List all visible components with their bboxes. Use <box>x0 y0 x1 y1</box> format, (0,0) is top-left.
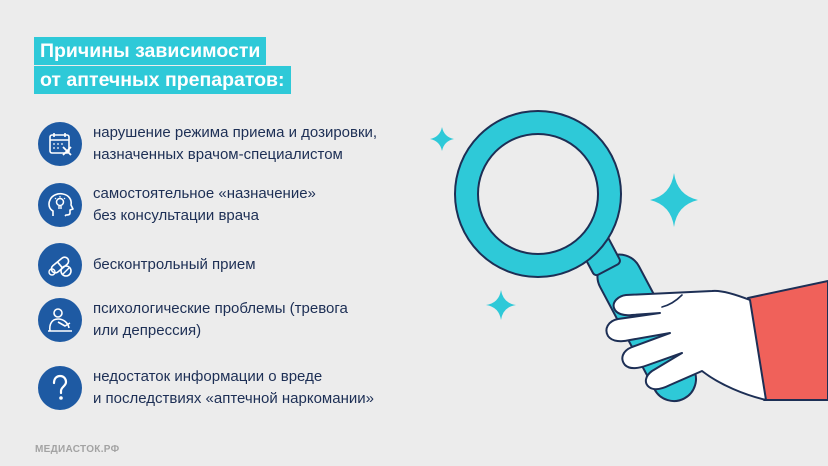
head-lightbulb-icon <box>38 183 82 227</box>
magnifier-hand-illustration <box>430 110 828 403</box>
item-line-1: самостоятельное «назначение» <box>93 185 316 202</box>
item-line-1: бесконтрольный прием <box>93 256 256 273</box>
title-line-1: Причины зависимости <box>34 37 267 65</box>
item-text: самостоятельное «назначение» без консуль… <box>93 183 316 227</box>
sad-person-icon <box>38 298 82 342</box>
brand-label: МЕДИАСТОК.РФ <box>35 444 120 455</box>
item-line-2: и последствиях «аптечной наркомании» <box>93 390 374 407</box>
question-mark-icon <box>38 366 82 410</box>
item-line-2: или депрессия) <box>93 322 202 339</box>
item-line-1: психологические проблемы (тревога <box>93 300 348 317</box>
pills-icon <box>38 243 82 287</box>
item-text: недостаток информации о вреде и последст… <box>93 366 374 410</box>
item-line-1: нарушение режима приема и дозировки, <box>93 124 378 141</box>
item-text: психологические проблемы (тревога или де… <box>93 298 348 342</box>
calendar-icon <box>38 122 82 166</box>
sparkle-icon <box>486 290 516 320</box>
item-line-1: недостаток информации о вреде <box>93 368 323 385</box>
hand <box>605 289 767 401</box>
sparkle-icon <box>430 127 454 151</box>
item-line-2: назначенных врачом-специалистом <box>93 146 343 163</box>
item-text: бесконтрольный прием <box>93 254 256 276</box>
sparkle-icon <box>650 173 698 227</box>
item-line-2: без консультации врача <box>93 207 259 224</box>
title-line-2: от аптечных препаратов: <box>34 66 291 94</box>
item-text: нарушение режима приема и дозировки, наз… <box>93 122 377 166</box>
